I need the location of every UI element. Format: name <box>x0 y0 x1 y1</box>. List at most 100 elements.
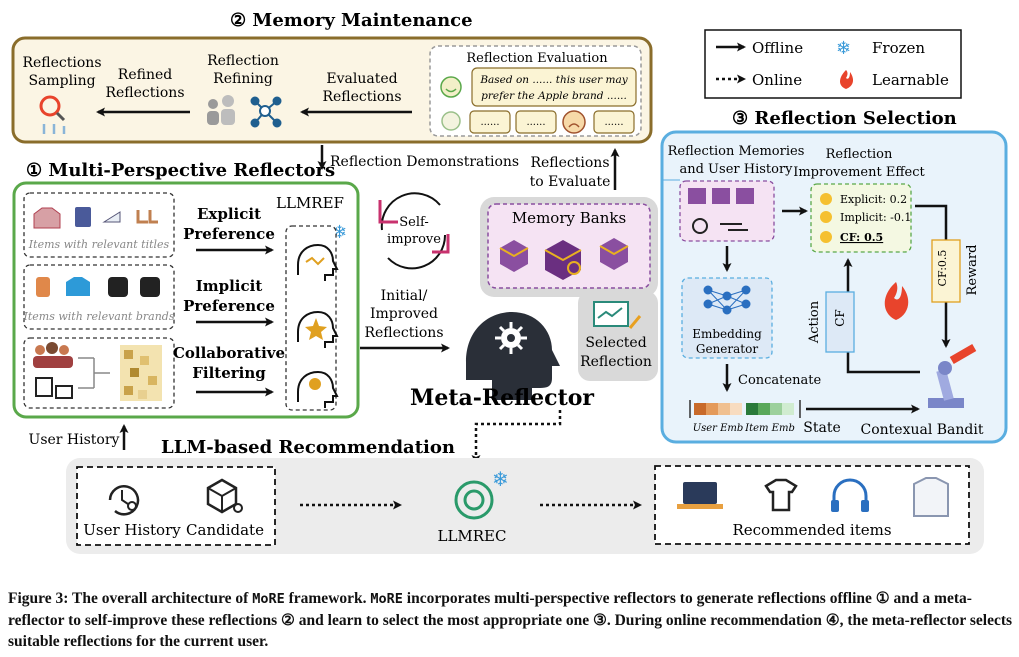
evaluated-reflections-label-1: Evaluated <box>326 71 397 87</box>
reflectors-panel: ① Multi-Perspective Reflectors Items wit… <box>12 160 360 419</box>
placeholder-3: ...... <box>604 117 623 128</box>
self-improve-loop: Self- improve <box>378 192 450 270</box>
emoji-explicit-icon <box>820 193 832 205</box>
llmrec-label: LLMREC <box>437 527 506 545</box>
evaluated-reflections-label-2: Reflections <box>322 89 401 105</box>
user-history-up-label: User History <box>29 432 120 448</box>
legend-learnable: Learnable <box>872 71 949 89</box>
reflectors-title: ① Multi-Perspective Reflectors <box>26 160 335 181</box>
user-history-label: User History <box>83 521 181 539</box>
emoji-implicit-icon <box>820 211 832 223</box>
explicit-label-1: Explicit <box>197 205 261 223</box>
initial-improved-label-3: Reflections <box>364 325 443 341</box>
selection-title: ③ Reflection Selection <box>732 108 957 129</box>
recommendation-panel: LLM-based Recommendation User History Us… <box>29 424 984 554</box>
implicit-label-1: Implicit <box>196 277 263 295</box>
magnifier-icon <box>39 95 66 134</box>
reflections-sampling-label-2: Sampling <box>28 73 95 89</box>
implicit-score: Implicit: -0.1 <box>840 211 911 224</box>
memories-history-label-2: and User History <box>679 162 793 177</box>
memory-box-icon <box>499 238 629 280</box>
implicit-label-2: Preference <box>183 297 275 315</box>
meta-reflector-label: Meta-Reflector <box>410 385 594 411</box>
user-emb-label: User Emb <box>693 423 744 434</box>
action-cf-label: CF <box>833 309 847 327</box>
meta-reflector-head-icon <box>466 312 560 400</box>
explicit-score: Explicit: 0.2 <box>840 193 907 206</box>
memories-history-label-1: Reflection Memories <box>668 144 805 159</box>
caption-more-2: MoRE <box>370 591 403 607</box>
improvement-effect-label-2: Improvement Effect <box>793 165 925 180</box>
head-implicit-icon <box>297 310 339 348</box>
people-group-icon <box>207 95 235 125</box>
item-emb-label: Item Emb <box>744 423 795 434</box>
arrow-selected-reflection-online <box>471 410 562 464</box>
caption-part-1: Figure 3: The overall architecture of <box>8 590 253 607</box>
placeholder-2: ...... <box>526 117 545 128</box>
sad-face-icon <box>562 110 586 134</box>
explicit-label-2: Preference <box>183 225 275 243</box>
caption-part-3: incorporates multi-perspective reflector… <box>8 590 1013 650</box>
figure-caption: Figure 3: The overall architecture of Mo… <box>8 588 1013 652</box>
llmrec-snowflake-icon: ❄ <box>492 467 509 491</box>
neural-network-icon <box>703 285 751 315</box>
caption-more-1: MoRE <box>252 591 285 607</box>
caption-part-2: framework. <box>284 590 371 607</box>
candidate-box-icon <box>206 478 243 514</box>
brand-items-icon <box>36 277 160 297</box>
collaborative-label-2: Filtering <box>192 364 266 382</box>
neutral-smile-icon <box>441 111 461 131</box>
action-label: Action <box>807 300 822 344</box>
reward-value-label: CF:0.5 <box>936 250 949 287</box>
eval-text-line-1: Based on ...... this user may <box>479 74 628 86</box>
smile-icon <box>440 76 462 98</box>
embedding-label-2: Generator <box>696 342 758 356</box>
legend-frozen: Frozen <box>872 39 925 57</box>
whiteboard-icon <box>593 301 642 329</box>
history-clock-user-icon <box>108 485 140 516</box>
llmrec-logo-icon <box>454 480 494 520</box>
reflection-evaluation-label: Reflection Evaluation <box>466 51 608 66</box>
state-embedding-bar <box>689 400 801 418</box>
reflection-demonstrations-label: Reflection Demonstrations <box>330 154 519 170</box>
snowflake-icon: ❄ <box>836 38 851 59</box>
reflection-refining-label-1: Reflection <box>207 53 279 69</box>
self-improve-arrow-icon <box>378 200 398 224</box>
refined-reflections-label-1: Refined <box>118 67 172 83</box>
initial-improved-label-1: Initial/ <box>381 288 428 304</box>
memory-history-icons <box>688 188 754 234</box>
head-collaborative-icon <box>297 370 339 408</box>
headphones-icon <box>831 478 869 512</box>
self-improve-label-1: Self- <box>399 215 429 230</box>
tshirt-icon <box>764 478 798 512</box>
reflection-selection-panel: ③ Reflection Selection Reflection Memori… <box>660 108 1008 444</box>
self-improve-label-2: improve <box>387 232 441 247</box>
reflections-to-evaluate-label-2: to Evaluate <box>530 174 611 190</box>
selected-reflection-label-2: Reflection <box>580 354 652 370</box>
learnable-flame-icon <box>884 282 909 320</box>
legend-online: Online <box>752 71 802 89</box>
placeholder-1: ...... <box>480 117 499 128</box>
reward-label: Reward <box>965 245 980 296</box>
items-brands-label: Items with relevant brands <box>23 310 175 323</box>
concatenate-label: Concatenate <box>738 373 821 388</box>
laptop-icon <box>677 482 723 509</box>
clothing-items-icon <box>33 207 158 229</box>
heatmap-matrix-icon <box>120 345 162 401</box>
cf-score: CF: 0.5 <box>840 231 883 244</box>
head-explicit-icon <box>297 243 339 281</box>
llmref-label: LLMREF <box>276 194 344 212</box>
eval-text-line-2: prefer the Apple brand ...... <box>481 90 627 102</box>
memory-maintenance-title: ② Memory Maintenance <box>230 10 473 31</box>
initial-improved-label-2: Improved <box>370 306 438 322</box>
shopping-icon <box>35 377 73 399</box>
users-icon <box>33 342 73 368</box>
improvement-effect-label-1: Reflection <box>826 147 893 162</box>
legend-box: Offline Online ❄ Frozen Learnable <box>704 29 962 99</box>
network-icon <box>250 96 282 128</box>
robot-arm-icon <box>928 344 977 408</box>
legend-offline: Offline <box>752 39 803 57</box>
candidate-label: Candidate <box>186 521 264 539</box>
reflection-evaluation-box: Reflection Evaluation Based on ...... th… <box>429 45 642 137</box>
memory-maintenance-panel: ② Memory Maintenance Reflections Samplin… <box>11 10 653 144</box>
